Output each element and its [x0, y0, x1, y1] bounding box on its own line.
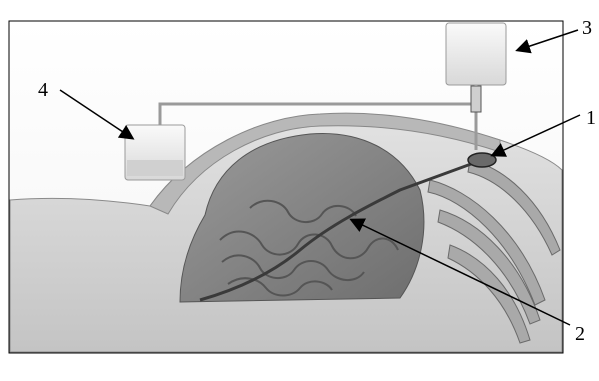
tubing-clamp: [471, 86, 481, 112]
callout-label-4: 4: [38, 79, 48, 101]
dialysate-bag: [446, 23, 506, 85]
callout-label-3: 3: [582, 17, 592, 39]
callout-label-2: 2: [575, 323, 585, 345]
catheter-port: [468, 153, 496, 167]
drainage-bag-fluid: [127, 160, 183, 176]
callout-label-1: 1: [586, 107, 596, 129]
